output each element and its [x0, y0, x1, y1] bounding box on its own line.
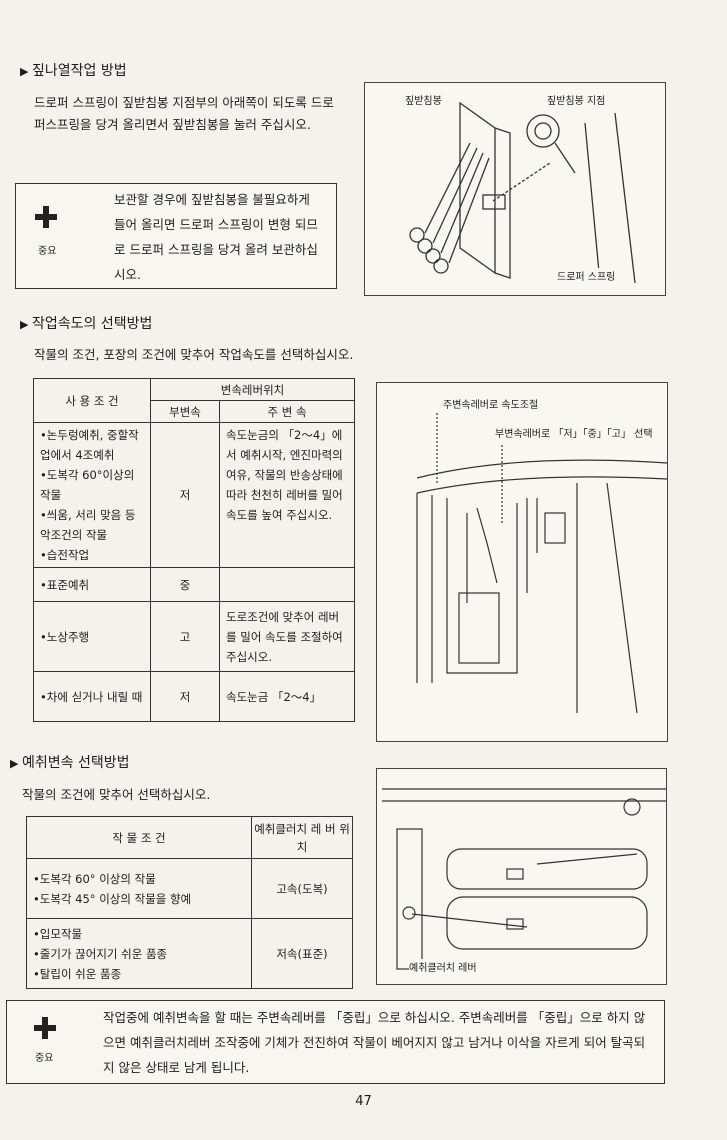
condition-item: •씌움, 서리 맞음 등 악조건의 작물: [40, 508, 136, 542]
table-row: •표준예취 중: [33, 567, 355, 602]
condition-item: •입모작물: [33, 926, 83, 941]
sub-shift-value: 고: [150, 601, 220, 672]
sub-shift-value: 저: [150, 422, 220, 568]
straw-rod-illustration: [409, 101, 636, 284]
important-text: 작업중에 예취변속을 할 때는 주변속레버를 「중립」으로 하십시오. 주변속레…: [103, 1010, 646, 1075]
condition-item: •습전작업: [40, 548, 90, 562]
clutch-position-value: 저속(표준): [251, 918, 353, 989]
label-dropper-spring: 드로퍼 스프링: [557, 268, 616, 283]
section-heading-straw-arranging: 짚나열작업 방법: [20, 60, 127, 80]
clutch-position-value: 고속(도복): [251, 858, 353, 919]
section-heading-reaping-shift: 예취변속 선택방법: [10, 752, 130, 772]
section-paragraph: 드로퍼 스프링이 짚받침봉 지점부의 아래쪽이 되도록 드로퍼스프링을 당겨 올…: [34, 95, 334, 132]
condition-item: •표준예취: [40, 577, 90, 592]
sub-shift-value: 중: [150, 567, 220, 602]
table-row: •논두렁예취, 중할작업에서 4조예취 •도복각 60°이상의 작물 •씌움, …: [33, 422, 355, 568]
table-row: •노상주행 고 도로조건에 맞추어 레버를 밀어 속도를 조절하여 주십시오.: [33, 601, 355, 672]
condition-item: •차에 싣거나 내릴 때: [40, 689, 143, 704]
condition-item: •도복각 60° 이상의 작물: [33, 871, 156, 886]
page-number: 47: [355, 1094, 372, 1109]
section-paragraph: 작물의 조건에 맞추어 선택하십시오.: [22, 787, 211, 802]
figure-shift-levers: 주변속레버로 속도조절 부변속레버로 「저」「중」「고」 선택: [376, 382, 668, 742]
table-row: •도복각 60° 이상의 작물 •도복각 45° 이상의 작물을 향예 고속(도…: [26, 858, 353, 919]
main-shift-value: [219, 567, 355, 602]
header-clutch-position: 예취클러치 레 버 위 치: [251, 816, 353, 859]
main-shift-value: 속도눈금의 「2～4」에서 예취시작, 엔진마력의 여유, 작물의 반송상태에 …: [219, 422, 355, 568]
header-lever-position: 변속레버위치: [150, 378, 355, 401]
header-sub-shift: 부변속: [150, 400, 220, 423]
table-row: •입모작물 •줄기가 끊어지기 쉬운 품종 •탈립이 쉬운 품종 저속(표준): [26, 918, 353, 989]
header-condition: 사 용 조 건: [33, 378, 151, 423]
reaping-shift-table: 작 물 조 건 예취클러치 레 버 위 치 •도복각 60° 이상의 작물 •도…: [26, 816, 353, 989]
condition-item: •탈립이 쉬운 품종: [33, 966, 122, 981]
header-crop-condition: 작 물 조 건: [26, 816, 252, 859]
label-straw-rod: 짚받침봉: [405, 92, 442, 107]
main-shift-value: 속도눈금 「2～4」: [219, 671, 355, 722]
header-main-shift: 주 변 속: [219, 400, 355, 423]
table-row: •차에 싣거나 내릴 때 저 속도눈금 「2～4」: [33, 671, 355, 722]
shift-levers-illustration: [416, 413, 667, 714]
section-paragraph: 작물의 조건, 포장의 조건에 맞추어 작업속도를 선택하십시오.: [34, 347, 354, 362]
label-reaping-clutch-lever: 예취클러치 레버: [409, 959, 477, 974]
important-notice: 중요 보관할 경우에 짚받침봉을 불필요하게 들어 올리면 드로퍼 스프링이 변…: [15, 183, 337, 289]
important-text: 보관할 경우에 짚받침봉을 불필요하게 들어 올리면 드로퍼 스프링이 변형 되…: [114, 192, 318, 282]
important-cross-icon: [35, 206, 57, 228]
important-notice-bottom: 중요 작업중에 예취변속을 할 때는 주변속레버를 「중립」으로 하십시오. 주…: [6, 1000, 665, 1084]
condition-item: •도복각 45° 이상의 작물을 향예: [33, 891, 192, 906]
work-speed-table: 사 용 조 건 변속레버위치 부변속 주 변 속 •논두렁예취, 중할작업에서 …: [33, 378, 355, 722]
section-heading-work-speed: 작업속도의 선택방법: [20, 313, 152, 333]
label-rod-pivot: 짚받침봉 지점: [547, 92, 606, 107]
important-label: 중요: [35, 1053, 54, 1064]
important-cross-icon: [34, 1017, 56, 1039]
reaping-clutch-illustration: [382, 788, 666, 970]
main-shift-value: 도로조건에 맞추어 레버를 밀어 속도를 조절하여 주십시오.: [219, 601, 355, 672]
condition-item: •도복각 60°이상의 작물: [40, 468, 135, 502]
important-label: 중요: [38, 246, 57, 257]
condition-item: •줄기가 끊어지기 쉬운 품종: [33, 946, 168, 961]
label-main-shift-lever: 주변속레버로 속도조절: [443, 396, 539, 411]
label-sub-shift-lever: 부변속레버로 「저」「중」「고」 선택: [495, 428, 663, 442]
condition-item: •논두렁예취, 중할작업에서 4조예취: [40, 428, 139, 462]
figure-straw-rod: 짚받침봉 짚받침봉 지점 드로퍼 스프링: [364, 82, 666, 296]
figure-reaping-clutch: 예취클러치 레버: [376, 768, 667, 985]
sub-shift-value: 저: [150, 671, 220, 722]
condition-item: •노상주행: [40, 629, 90, 644]
